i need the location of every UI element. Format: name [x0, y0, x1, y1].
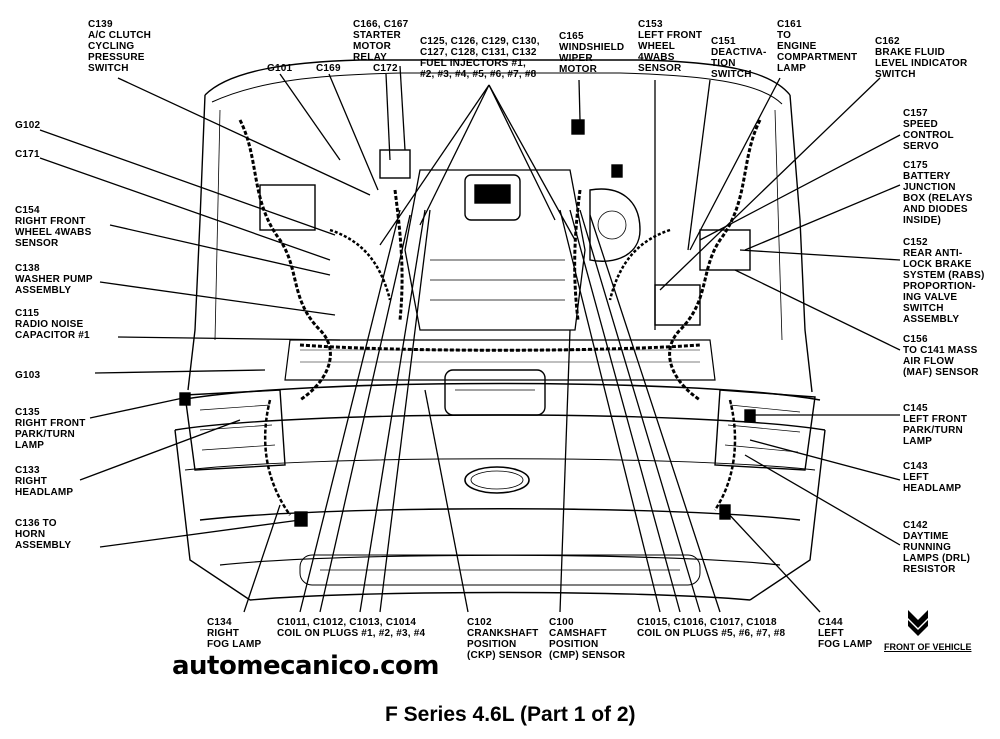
callout-c172: C172: [373, 63, 398, 74]
watermark: automecanico.com: [172, 651, 439, 681]
callout-c153: C153 LEFT FRONT WHEEL 4WABS SENSOR: [638, 19, 703, 74]
callout-c171: C171: [15, 149, 40, 160]
callout-coils-right-bank: C1011, C1012, C1013, C1014 COIL ON PLUGS…: [277, 617, 426, 639]
callout-c134: C134 RIGHT FOG LAMP: [207, 617, 262, 650]
callout-c156: C156 TO C141 MASS AIR FLOW (MAF) SENSOR: [903, 334, 979, 378]
callout-c143: C143 LEFT HEADLAMP: [903, 461, 962, 494]
callout-c135: C135 RIGHT FRONT PARK/TURN LAMP: [15, 407, 86, 451]
callout-c138: C138 WASHER PUMP ASSEMBLY: [15, 263, 93, 296]
callout-c136: C136 TO HORN ASSEMBLY: [15, 518, 72, 551]
front-of-vehicle-label: FRONT OF VEHICLE: [884, 642, 972, 652]
callout-c102: C102 CRANKSHAFT POSITION (CKP) SENSOR: [467, 617, 543, 661]
callout-c139: C139 A/C CLUTCH CYCLING PRESSURE SWITCH: [88, 19, 152, 74]
callout-c165: C165 WINDSHIELD WIPER MOTOR: [559, 31, 625, 75]
callout-c169: C169: [316, 63, 341, 74]
callout-c144: C144 LEFT FOG LAMP: [818, 617, 873, 650]
callout-g103: G103: [15, 370, 41, 381]
callout-c133: C133 RIGHT HEADLAMP: [15, 465, 74, 498]
callout-g102: G102: [15, 120, 41, 131]
diagram-caption: F Series 4.6L (Part 1 of 2): [385, 703, 636, 726]
callout-c166: C166, C167 STARTER MOTOR RELAY: [353, 19, 409, 63]
callout-c142: C142 DAYTIME RUNNING LAMPS (DRL) RESISTO…: [903, 520, 971, 575]
callout-fuel-injectors: C125, C126, C129, C130, C127, C128, C131…: [420, 36, 540, 80]
callout-c157: C157 SPEED CONTROL SERVO: [903, 108, 954, 152]
callout-c100: C100 CAMSHAFT POSITION (CMP) SENSOR: [549, 617, 626, 661]
front-arrow-icon: [908, 610, 928, 636]
callout-coils-left-bank: C1015, C1016, C1017, C1018 COIL ON PLUGS…: [637, 617, 786, 639]
callout-c115: C115 RADIO NOISE CAPACITOR #1: [15, 308, 90, 341]
callout-c152: C152 REAR ANTI- LOCK BRAKE SYSTEM (RABS)…: [903, 237, 985, 325]
callout-c145: C145 LEFT FRONT PARK/TURN LAMP: [903, 403, 968, 447]
callout-g101: G101: [267, 63, 293, 74]
callout-c162: C162 BRAKE FLUID LEVEL INDICATOR SWITCH: [875, 36, 968, 80]
callout-c151: C151 DEACTIVA- TION SWITCH: [711, 36, 767, 80]
callout-c161: C161 TO ENGINE COMPARTMENT LAMP: [777, 19, 858, 74]
callout-c154: C154 RIGHT FRONT WHEEL 4WABS SENSOR: [15, 205, 92, 249]
callout-c175: C175 BATTERY JUNCTION BOX (RELAYS AND DI…: [903, 160, 973, 226]
